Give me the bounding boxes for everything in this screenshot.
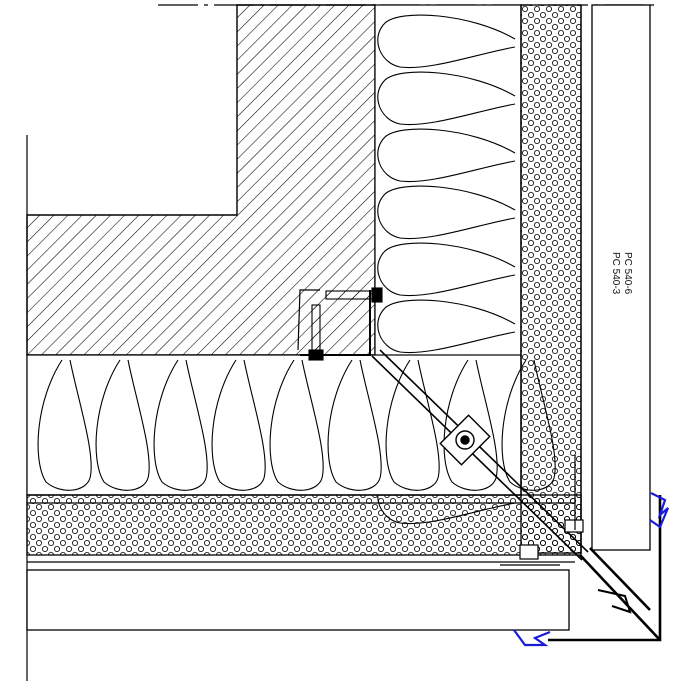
corner-profile bbox=[548, 495, 662, 642]
bracket-bolt bbox=[439, 414, 491, 466]
horizontal-insulation bbox=[26, 354, 556, 496]
insulation-lobe bbox=[377, 71, 516, 126]
insulation-lobe bbox=[153, 359, 208, 491]
insulation-lobe bbox=[37, 359, 92, 491]
insulation-lobe bbox=[443, 359, 498, 491]
anchor-screw-vertical bbox=[308, 304, 324, 361]
facade-panel-horizontal bbox=[26, 561, 575, 631]
blue-clip-bottom bbox=[513, 629, 551, 647]
corner-fixings bbox=[500, 455, 584, 566]
render-board-vertical bbox=[520, 4, 582, 554]
insulation-lobe bbox=[95, 359, 150, 491]
insulation-lobe bbox=[211, 359, 266, 491]
blue-clip-right bbox=[649, 492, 670, 529]
masonry-wall bbox=[26, 4, 376, 356]
render-board-horizontal bbox=[26, 494, 582, 556]
insulation-lobe bbox=[269, 359, 324, 491]
facade-panel-vertical bbox=[580, 4, 651, 553]
panel-code-line-1: PC 540-3 bbox=[610, 252, 621, 295]
insulation-lobe bbox=[377, 299, 516, 354]
board-edge-lines bbox=[27, 5, 575, 504]
anchor-screw-horizontal bbox=[325, 287, 383, 303]
insulation-lobe bbox=[377, 128, 516, 183]
insulation-lobe bbox=[377, 185, 516, 240]
insulation-lobe bbox=[385, 359, 440, 491]
insulation-lobe bbox=[327, 359, 382, 491]
panel-code-line-2: PC 540-6 bbox=[622, 252, 633, 295]
insulation-lobe bbox=[377, 242, 516, 297]
insulation-lobe bbox=[377, 14, 516, 69]
panel-code-label: PC 540-3 PC 540-6 bbox=[610, 252, 633, 295]
